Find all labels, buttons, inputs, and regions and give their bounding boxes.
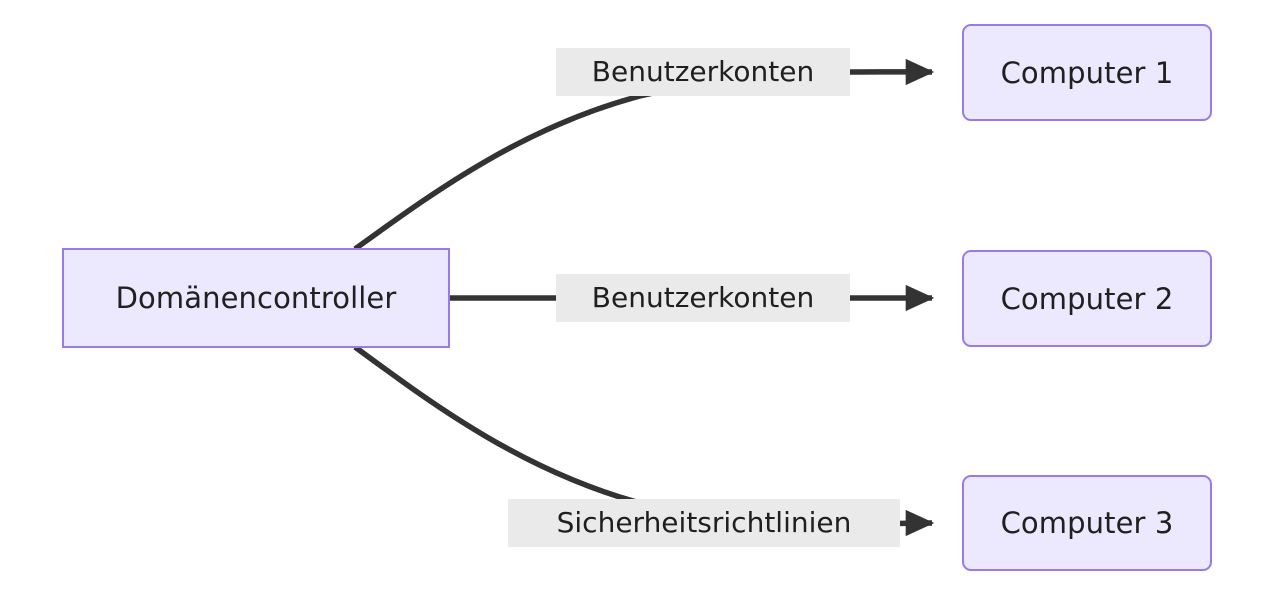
- edge-path-dc-to-computer-3: [353, 344, 935, 537]
- node-label: Domänencontroller: [115, 281, 397, 315]
- node-label: Computer 1: [1000, 55, 1174, 90]
- edge-label-dc-to-computer-1: Benutzerkonten: [556, 48, 850, 96]
- node-computer-2[interactable]: Computer 2: [962, 250, 1212, 347]
- node-computer-3[interactable]: Computer 3: [962, 475, 1212, 571]
- edge-path-dc-to-computer-1: [353, 58, 935, 252]
- node-computer-1[interactable]: Computer 1: [962, 24, 1212, 121]
- edge-label-text: Benutzerkonten: [591, 281, 815, 314]
- edge-label-dc-to-computer-3: Sicherheitsrichtlinien: [508, 499, 900, 547]
- node-domaenencontroller[interactable]: Domänencontroller: [62, 248, 450, 348]
- node-label: Computer 3: [1000, 506, 1174, 540]
- edge-label-text: Sicherheitsrichtlinien: [556, 506, 852, 539]
- edge-label-text: Benutzerkonten: [591, 55, 815, 88]
- edge-label-dc-to-computer-2: Benutzerkonten: [556, 274, 850, 322]
- node-label: Computer 2: [1000, 281, 1174, 316]
